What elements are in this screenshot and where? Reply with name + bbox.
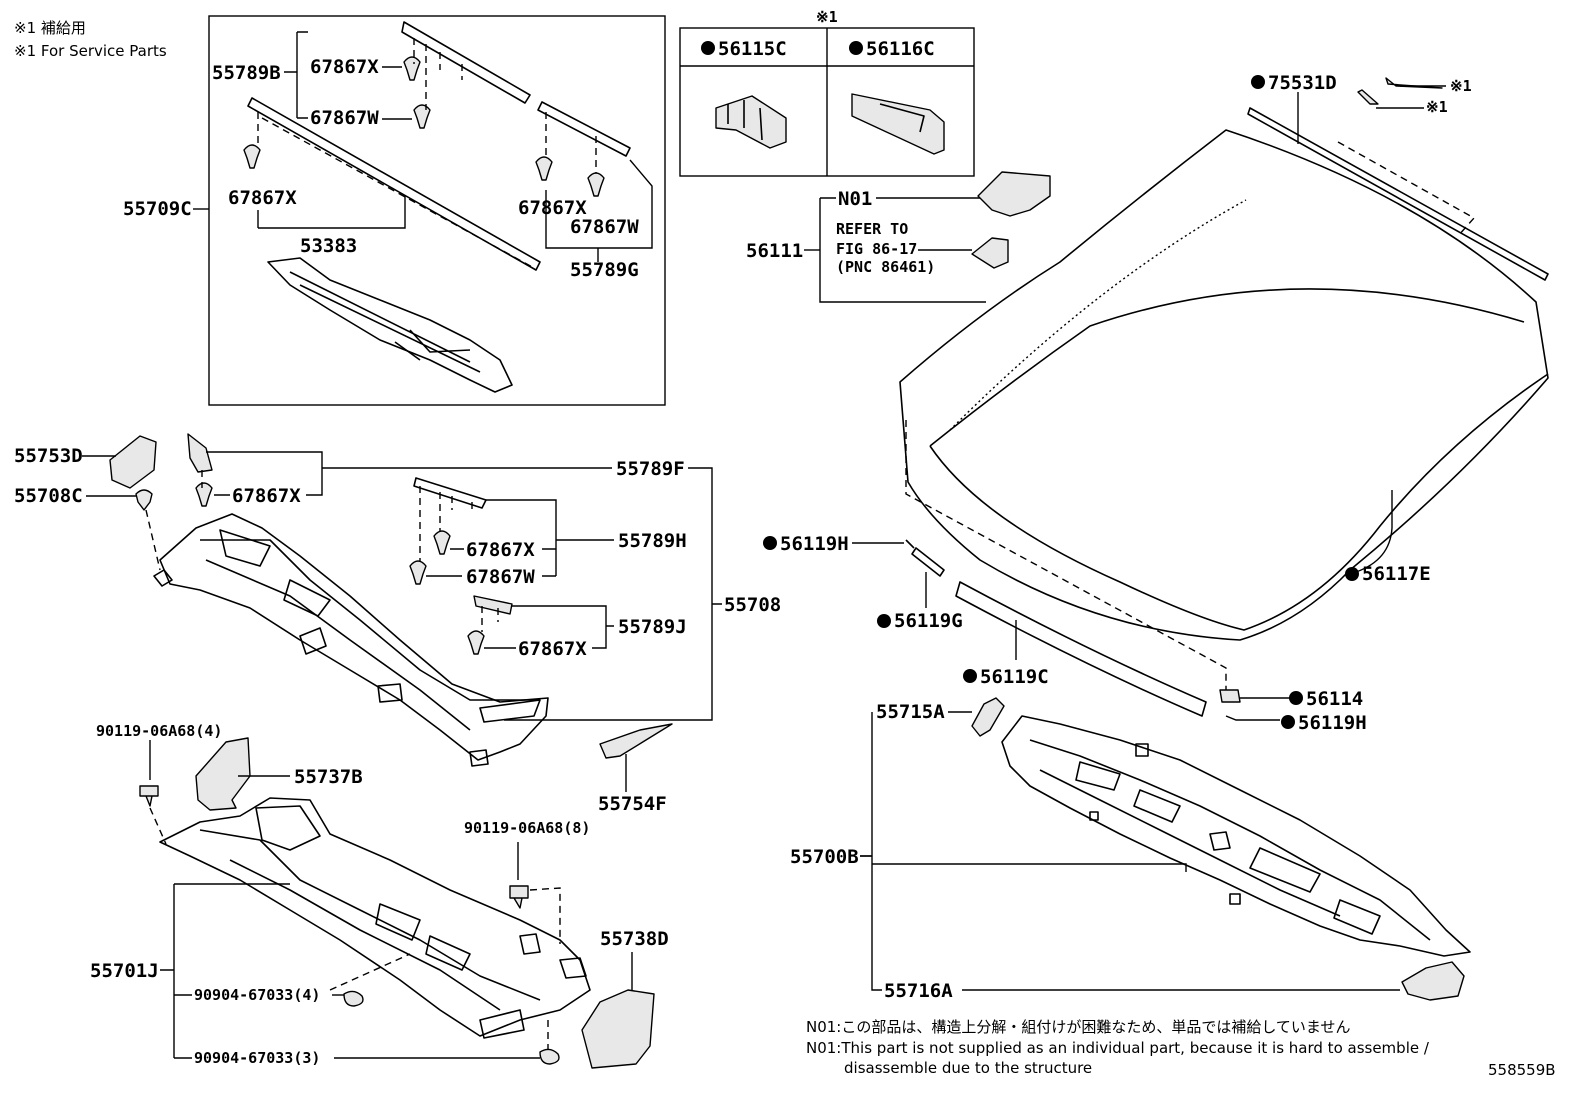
label-55738D[interactable]: 55738D	[600, 928, 669, 950]
bolt-icon	[509, 885, 529, 909]
service-note-jp: ※1 補給用	[14, 19, 86, 37]
clip-icon	[195, 482, 213, 507]
label-55789B[interactable]: 55789B	[212, 62, 281, 84]
label-56117E[interactable]: 56117E	[1362, 563, 1431, 585]
label-67867X-d[interactable]: 67867X	[232, 485, 301, 507]
seal-56119C-icon	[955, 581, 1207, 717]
bracket-55754F-icon	[599, 723, 673, 759]
clip-56115C-icon	[715, 95, 787, 149]
label-55716A[interactable]: 55716A	[884, 980, 953, 1002]
seal-55789H-icon	[413, 477, 487, 509]
clip-icon	[535, 156, 553, 181]
seal-56119G-icon	[911, 547, 945, 577]
plug-90904-b-icon	[539, 1048, 560, 1065]
bracket-55716A-icon	[1401, 961, 1465, 1001]
louver-strip-55709C	[247, 97, 541, 271]
molding-strip-75531D	[1247, 107, 1549, 281]
figure-id: 558559B	[1488, 1061, 1556, 1079]
n01-note-jp: N01:この部品は、構造上分解・組付けが困難なため、単品では補給していません	[806, 1018, 1350, 1036]
refer-line-2: FIG 86-17	[836, 240, 917, 258]
label-55789F[interactable]: 55789F	[616, 458, 685, 480]
label-55708C[interactable]: 55708C	[14, 485, 83, 507]
label-53383[interactable]: 53383	[300, 235, 357, 257]
clip-icon	[413, 104, 431, 129]
label-55754F[interactable]: 55754F	[598, 793, 667, 815]
spacer-56119H-icon	[905, 539, 915, 549]
clip-icon	[587, 172, 605, 197]
service-note-en: ※1 For Service Parts	[14, 42, 167, 60]
label-67867X-c[interactable]: 67867X	[518, 197, 587, 219]
cowl-louver-55708	[159, 513, 549, 761]
bracket-55753D-icon	[109, 435, 157, 489]
label-67867X-e[interactable]: 67867X	[466, 539, 535, 561]
clip-icon	[243, 144, 261, 169]
refer-line-3: (PNC 86461)	[836, 258, 935, 276]
label-55753D[interactable]: 55753D	[14, 445, 83, 467]
clip-icon	[467, 630, 485, 655]
label-56111[interactable]: 56111	[746, 240, 803, 262]
label-N01[interactable]: N01	[838, 188, 872, 210]
bracket-56116C-icon	[851, 93, 945, 155]
louver-detail-box	[208, 15, 666, 406]
seal-55789F-icon	[187, 433, 213, 473]
label-75531D[interactable]: 75531D	[1268, 72, 1337, 94]
clip-icon	[433, 530, 451, 555]
label-55700B[interactable]: 55700B	[790, 846, 859, 868]
bracket-86461-icon	[971, 237, 1009, 269]
label-56116C[interactable]: 56116C	[866, 38, 935, 60]
service-mark-top: ※1	[816, 8, 838, 26]
label-56119G[interactable]: 56119G	[894, 610, 963, 632]
n01-note-en-1: N01:This part is not supplied as an indi…	[806, 1039, 1430, 1057]
cowl-top-panel-53383	[267, 257, 513, 393]
bracket-N01-icon	[977, 171, 1051, 217]
label-56119H-a[interactable]: 56119H	[780, 533, 849, 555]
clip-icon	[409, 560, 427, 585]
label-55708[interactable]: 55708	[724, 594, 781, 616]
dash-panel-55700B	[1001, 715, 1471, 957]
service-mark-b: ※1	[1426, 98, 1448, 116]
label-55737B[interactable]: 55737B	[294, 766, 363, 788]
clip-56114-icon	[1219, 689, 1241, 703]
label-55789J[interactable]: 55789J	[618, 616, 687, 638]
label-67867X-f[interactable]: 67867X	[518, 638, 587, 660]
windshield-glass-56117E	[899, 129, 1549, 641]
label-56115C[interactable]: 56115C	[718, 38, 787, 60]
label-90904-67033-3[interactable]: 90904-67033(3)	[194, 1049, 320, 1067]
clip-icon	[403, 56, 421, 81]
label-56119C[interactable]: 56119C	[980, 666, 1049, 688]
seal-strip-55789G	[537, 101, 631, 157]
label-90119-06A68-8[interactable]: 90119-06A68(8)	[464, 819, 590, 837]
label-56114[interactable]: 56114	[1306, 688, 1363, 710]
service-part-small-b	[1357, 89, 1379, 105]
service-mark-a: ※1	[1450, 77, 1472, 95]
label-55709C[interactable]: 55709C	[123, 198, 192, 220]
plug-90904-icon	[343, 990, 364, 1007]
label-67867X-b[interactable]: 67867X	[228, 187, 297, 209]
label-90119-06A68-4[interactable]: 90119-06A68(4)	[96, 722, 222, 740]
clip-55708C-icon	[135, 489, 153, 511]
label-55789G[interactable]: 55789G	[570, 259, 639, 281]
label-67867W-c[interactable]: 67867W	[570, 216, 639, 238]
bracket-55715A-icon	[971, 697, 1005, 737]
label-67867X-a[interactable]: 67867X	[310, 56, 379, 78]
label-55701J[interactable]: 55701J	[90, 960, 159, 982]
seal-strip-55789B	[401, 21, 531, 104]
refer-line-1: REFER TO	[836, 220, 908, 238]
bracket-55737B-icon	[195, 737, 251, 811]
label-56119H-b[interactable]: 56119H	[1298, 712, 1367, 734]
n01-note-en-2: disassemble due to the structure	[844, 1059, 1092, 1077]
seal-55789J-icon	[473, 595, 513, 615]
label-67867W-e[interactable]: 67867W	[466, 566, 535, 588]
seal-55738D-icon	[581, 989, 655, 1069]
bolt-icon	[139, 785, 159, 807]
label-55789H[interactable]: 55789H	[618, 530, 687, 552]
label-67867W-a[interactable]: 67867W	[310, 107, 379, 129]
label-90904-67033-4[interactable]: 90904-67033(4)	[194, 986, 320, 1004]
label-55715A[interactable]: 55715A	[876, 701, 945, 723]
